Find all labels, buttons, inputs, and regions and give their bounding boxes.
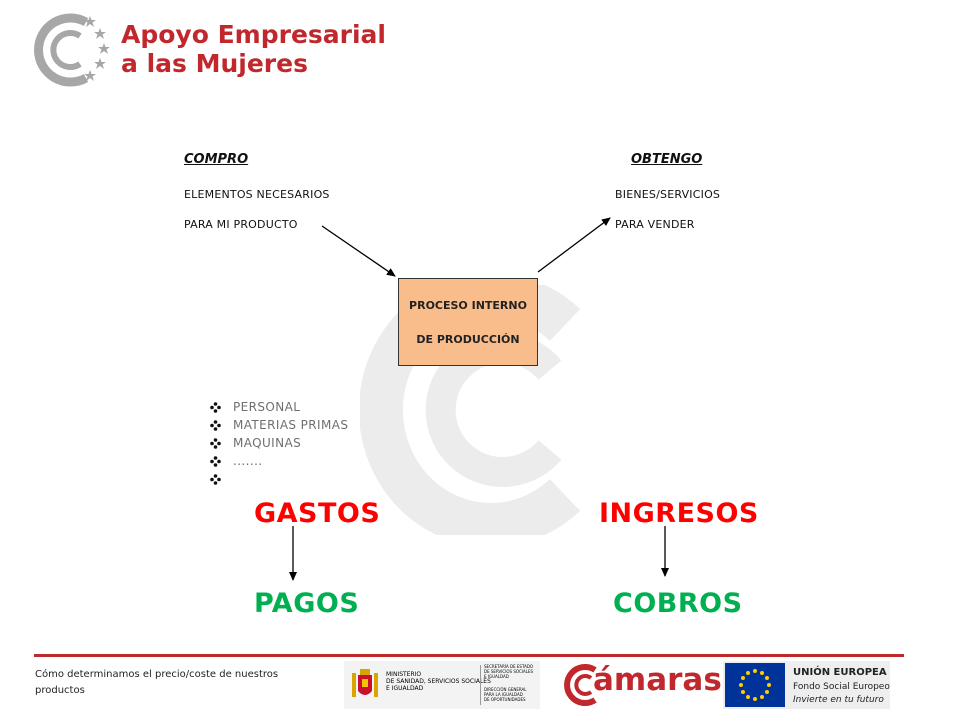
secretaria-line-3: E IGUALDAD bbox=[484, 674, 509, 679]
brand-line-1: Apoyo Empresarial bbox=[121, 20, 386, 49]
obtengo-line-2: PARA VENDER bbox=[615, 218, 695, 231]
compro-line-2: PARA MI PRODUCTO bbox=[184, 218, 298, 231]
camaras-logo: ámaras bbox=[563, 662, 722, 706]
footer-divider bbox=[34, 654, 904, 657]
ingresos-label: INGRESOS bbox=[599, 498, 759, 529]
ministerio-text: MINISTERIO DE SANIDAD, SERVICIOS SOCIALE… bbox=[386, 671, 491, 692]
compro-line-1: ELEMENTOS NECESARIOS bbox=[184, 188, 330, 201]
arrow-process-to-obtengo bbox=[537, 217, 611, 273]
secretaria-line-1: SECRETARÍA DE ESTADO bbox=[484, 664, 534, 669]
bullet-text: MAQUINAS bbox=[233, 436, 302, 450]
bullet-text: ....... bbox=[233, 454, 263, 468]
eu-slogan: Invierte en tu futuro bbox=[793, 695, 884, 705]
ministerio-divider bbox=[480, 665, 481, 705]
secretaria-line-2: DE SERVICIOS SOCIALES bbox=[484, 669, 534, 674]
direccion-line-2: PARA LA IGUALDAD bbox=[484, 692, 523, 697]
direccion-text: DIRECCIÓN GENERAL PARA LA IGUALDAD DE OP… bbox=[484, 687, 526, 702]
eu-fund: Fondo Social Europeo bbox=[793, 682, 890, 692]
camaras-brand-icon bbox=[34, 13, 110, 87]
diamond-bullet-icon bbox=[210, 437, 221, 449]
direccion-line-3: DE OPORTUNIDADES bbox=[484, 697, 526, 702]
ministerio-line-1: MINISTERIO bbox=[386, 671, 422, 678]
arrow-compro-to-process bbox=[321, 225, 396, 277]
brand-title: Apoyo Empresarial a las Mujeres bbox=[121, 20, 386, 78]
eu-flag-icon bbox=[725, 663, 785, 707]
gastos-label: GASTOS bbox=[254, 498, 381, 529]
expense-bullet-list: PERSONAL MATERIAS PRIMAS MAQUINAS ......… bbox=[210, 398, 348, 488]
eu-title: UNIÓN EUROPEA bbox=[793, 667, 887, 678]
compro-title: COMPRO bbox=[184, 152, 249, 167]
diamond-bullet-icon bbox=[210, 419, 221, 431]
diamond-bullet-icon bbox=[210, 473, 221, 485]
process-line-2: DE PRODUCCIÓN bbox=[416, 333, 520, 346]
spain-coat-of-arms-icon bbox=[352, 669, 378, 697]
process-box: PROCESO INTERNO DE PRODUCCIÓN bbox=[398, 278, 538, 366]
cobros-label: COBROS bbox=[613, 588, 743, 619]
ministerio-line-3: E IGUALDAD bbox=[386, 685, 424, 692]
eu-logo: UNIÓN EUROPEA Fondo Social Europeo Invie… bbox=[723, 661, 890, 709]
secretaria-text: SECRETARÍA DE ESTADO DE SERVICIOS SOCIAL… bbox=[484, 664, 533, 679]
list-item: MATERIAS PRIMAS bbox=[210, 416, 348, 434]
obtengo-line-1: BIENES/SERVICIOS bbox=[615, 188, 721, 201]
brand-line-2: a las Mujeres bbox=[121, 49, 308, 78]
obtengo-title: OBTENGO bbox=[631, 152, 703, 167]
list-item: ....... bbox=[210, 452, 348, 470]
diamond-bullet-icon bbox=[210, 455, 221, 467]
bullet-text: PERSONAL bbox=[233, 400, 301, 414]
pagos-label: PAGOS bbox=[254, 588, 360, 619]
footer-caption: Cómo determinamos el precio/coste de nue… bbox=[35, 669, 279, 696]
list-item: MAQUINAS bbox=[210, 434, 348, 452]
camaras-c-icon bbox=[564, 664, 597, 706]
camaras-wordmark: ámaras bbox=[593, 662, 722, 698]
list-item: PERSONAL bbox=[210, 398, 348, 416]
bullet-text: MATERIAS PRIMAS bbox=[233, 418, 349, 432]
ministerio-line-2: DE SANIDAD, SERVICIOS SOCIALES bbox=[386, 678, 491, 685]
list-item bbox=[210, 470, 348, 488]
ministerio-logo: MINISTERIO DE SANIDAD, SERVICIOS SOCIALE… bbox=[344, 661, 540, 709]
diamond-bullet-icon bbox=[210, 401, 221, 413]
direccion-line-1: DIRECCIÓN GENERAL bbox=[484, 687, 527, 692]
process-line-1: PROCESO INTERNO bbox=[409, 299, 527, 312]
